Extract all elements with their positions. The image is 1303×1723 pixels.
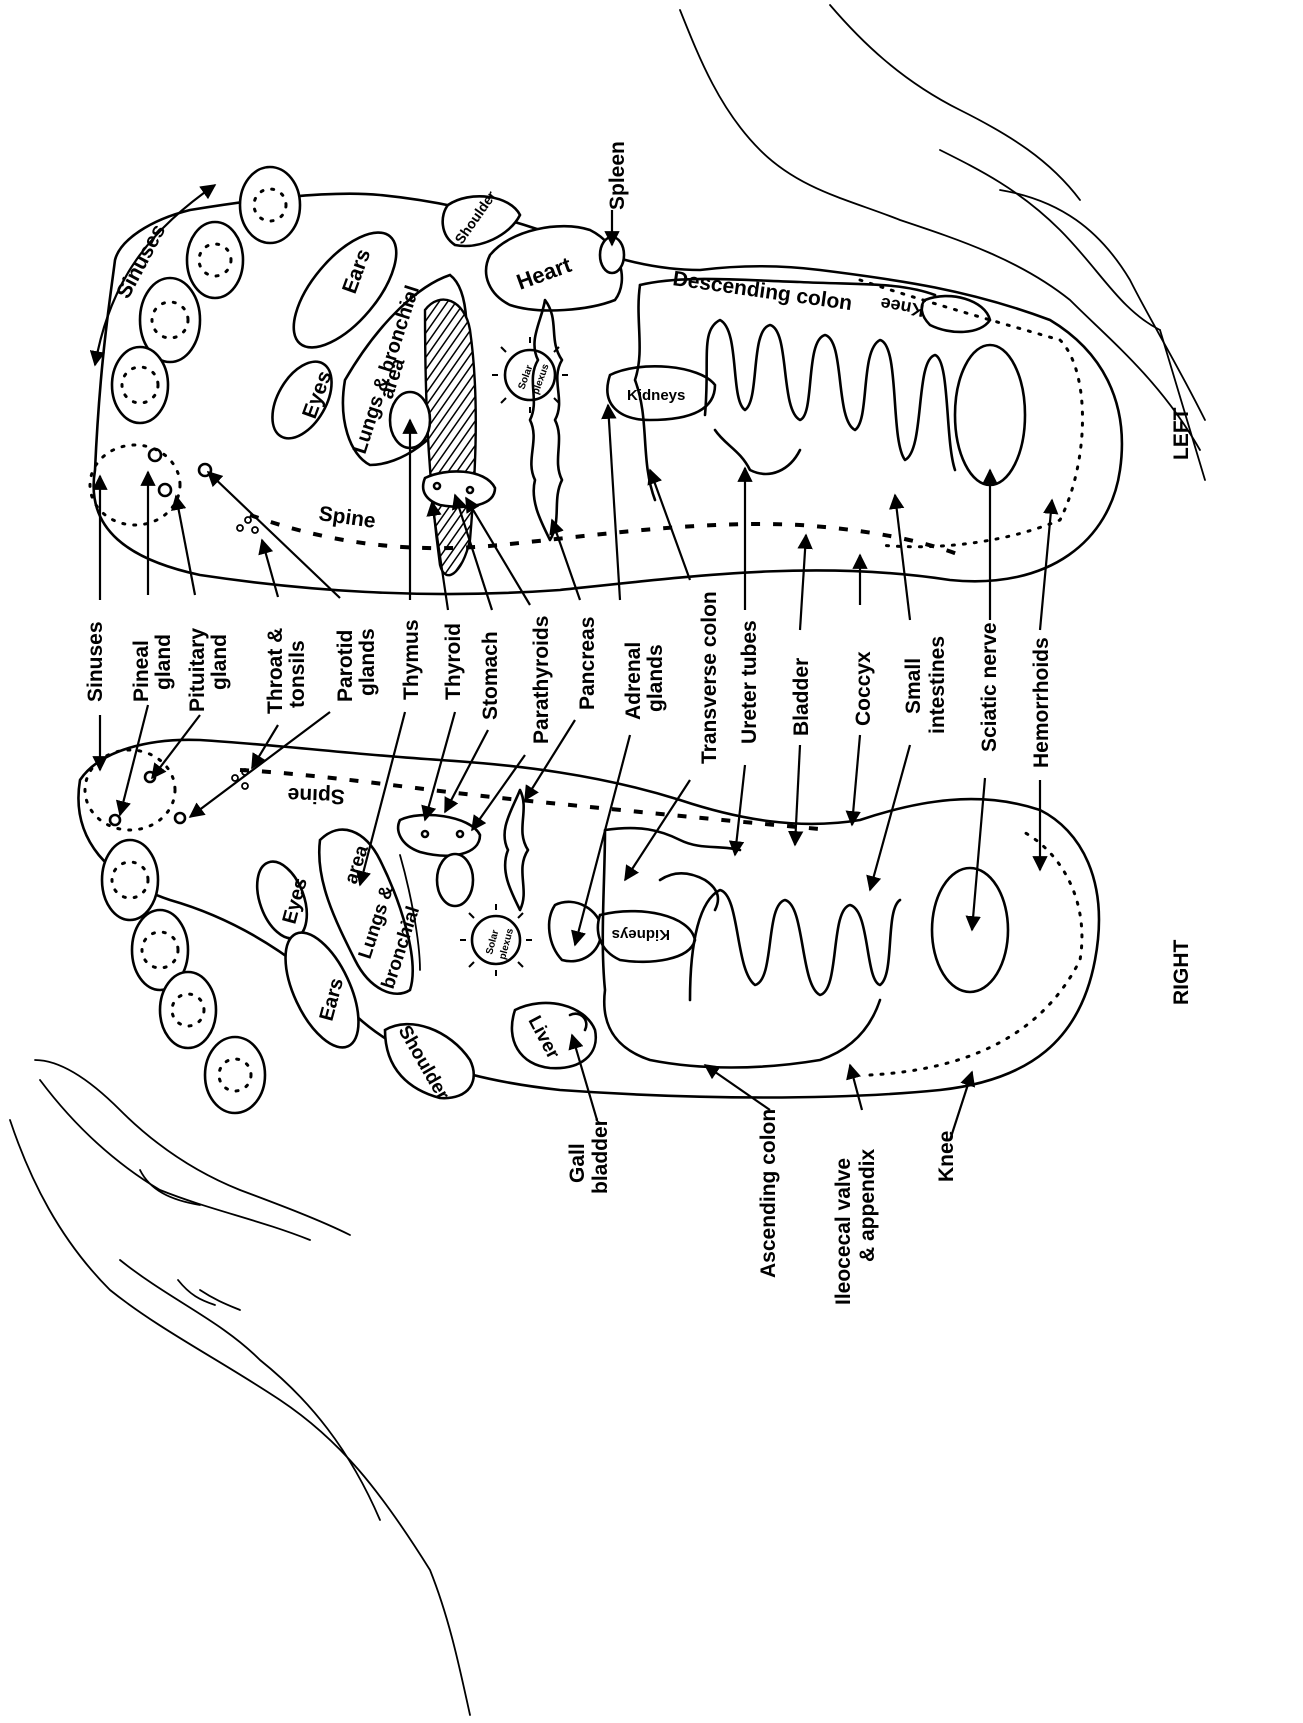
right-hand-drawing: [680, 5, 1205, 480]
label-small-1: Small: [902, 658, 925, 714]
label-pituitary-2: gland: [208, 634, 231, 690]
right-parathyroid-zone: [398, 815, 480, 856]
left-toe-4: [112, 347, 168, 423]
right-sciatic-zone: [932, 868, 1008, 992]
label-pancreas: Pancreas: [576, 617, 599, 710]
label-transverse-colon: Transverse colon: [698, 591, 721, 764]
right-pancreas-zone: [505, 790, 528, 910]
label-right: RIGHT: [1170, 940, 1193, 1006]
label-coccyx: Coccyx: [852, 651, 875, 726]
label-ileocecal-2: & appendix: [856, 1148, 879, 1262]
right-foot: Eyes Ears Lungs & bronchial area Shoulde…: [78, 740, 1098, 1113]
left-descending-colon-label: Descending colon: [671, 267, 853, 315]
label-hemorrhoids: Hemorrhoids: [1030, 637, 1053, 768]
right-toe-1: [102, 840, 158, 920]
label-thymus: Thymus: [400, 619, 423, 700]
left-pancreas-zone: [530, 300, 562, 540]
label-parotid-1: Parotid: [334, 630, 357, 702]
right-toe-3: [160, 972, 216, 1048]
left-toe-2: [187, 222, 243, 298]
left-eyes-zone: [260, 352, 344, 449]
label-sinuses: Sinuses: [84, 621, 107, 702]
left-knee-zone: [922, 296, 990, 332]
label-stomach: Stomach: [479, 631, 502, 720]
label-ureter-tubes: Ureter tubes: [738, 620, 761, 744]
label-ileocecal-1: Ileocecal valve: [832, 1158, 855, 1305]
left-foot: Ears Eyes Shoulder Heart Lungs & bronchi…: [90, 167, 1122, 594]
label-pituitary-1: Pituitary: [186, 628, 209, 712]
right-thymus-zone: [437, 854, 473, 906]
label-pineal-2: gland: [152, 634, 175, 690]
label-throat-1: Throat &: [264, 628, 287, 714]
left-sciatic-zone: [955, 345, 1025, 485]
label-small-2: intestines: [926, 636, 949, 734]
left-hand-drawing: [10, 1060, 470, 1715]
label-throat-2: tonsils: [286, 640, 309, 708]
label-thyroid: Thyroid: [442, 623, 465, 700]
left-kidneys-label: Kidneys: [627, 387, 685, 404]
right-kidneys-label: Kidneys: [612, 926, 670, 943]
label-bladder: Bladder: [790, 658, 813, 736]
right-toe-4: [205, 1037, 265, 1113]
left-small-intestine: [705, 320, 955, 470]
right-small-intestine: [690, 890, 900, 1000]
label-adrenal-2: glands: [644, 644, 667, 712]
label-knee: Knee: [935, 1131, 958, 1182]
label-pineal-1: Pineal: [130, 640, 153, 702]
left-parathyroid-zone: [423, 471, 495, 506]
label-spleen: Spleen: [606, 141, 629, 210]
label-gall-1: Gall: [566, 1143, 589, 1183]
label-gall-2: bladder: [589, 1118, 612, 1194]
left-spine-label: Spine: [317, 502, 377, 533]
label-sciatic-nerve: Sciatic nerve: [978, 622, 1001, 752]
left-toe-1: [240, 167, 300, 243]
label-parathyroids: Parathyroids: [530, 616, 553, 744]
right-spine-label: Spine: [287, 783, 345, 808]
left-knee-label: Knee: [879, 293, 926, 320]
label-left: LEFT: [1170, 407, 1193, 460]
right-adrenal-zone: [549, 902, 602, 961]
label-adrenal-1: Adrenal: [622, 642, 645, 720]
label-ascending-colon: Ascending colon: [757, 1109, 780, 1278]
label-parotid-2: glands: [356, 628, 379, 696]
